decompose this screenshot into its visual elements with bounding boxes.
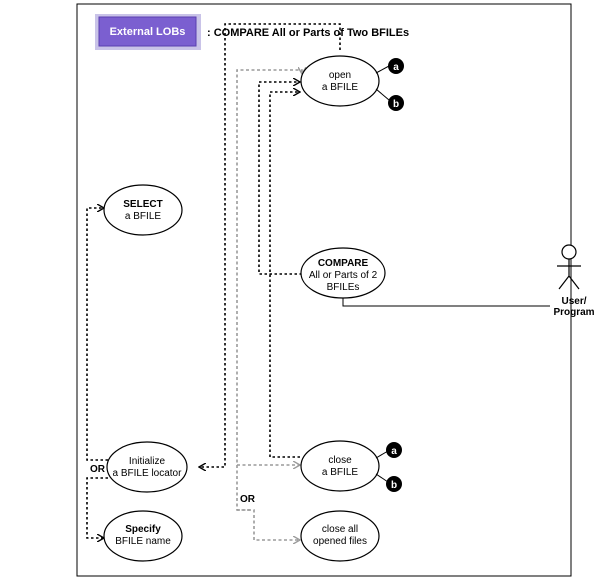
node-specify-line2: BFILE name [115,536,171,547]
badge-open-a-label: a [393,62,399,73]
external-lobs-tag: External LOBs [95,14,201,50]
badge-close-a-label: a [391,446,397,457]
node-compare-line2: All or Parts of 2 [309,270,378,281]
node-compare-line3: BFILEs [327,282,360,293]
node-close-all-line2: opened files [313,536,367,547]
connector-gray-open [236,70,302,511]
connector-close-open [269,92,300,458]
actor-head [561,244,577,260]
node-close-line1: close [328,455,352,466]
badge-open-b-link [375,88,390,101]
tag-label: External LOBs [110,26,186,38]
node-specify-line1: Specify [125,524,161,535]
node-select-line1: SELECT [123,199,162,210]
badge-close-a-link [375,450,389,459]
actor-body [557,259,581,290]
tag-box [98,16,197,47]
node-close: close a BFILE [300,440,380,492]
actor-label-line1: User/ [561,296,586,307]
node-close-line2: a BFILE [322,467,358,478]
connector-compare-open-1 [258,82,302,275]
node-close-all: close all opened files [300,510,380,562]
node-initialize-line1: Initialize [129,456,166,467]
association-compare-actor [342,294,550,307]
node-compare: COMPARE All or Parts of 2 BFILEs [300,247,386,299]
or-label-bottom: OR [240,494,256,505]
title-text: COMPARE All or Parts of Two BFILEs [214,27,409,39]
connector-open-init [199,23,341,467]
badge-open-a: a [388,58,404,74]
node-close-all-line1: close all [322,524,358,535]
node-specify: Specify BFILE name [103,510,183,562]
connector-gray-close-all [237,509,300,540]
diagram-title: : COMPARE All or Parts of Two BFILEs [207,27,409,39]
diagram-frame [76,3,572,577]
badge-close-a: a [386,442,402,458]
node-open-line1: open [329,70,351,81]
badge-close-b-label: b [391,480,397,491]
title-colon: : [207,27,214,39]
badge-open-b: b [388,95,404,111]
or-label-left: OR [90,464,106,475]
connector-init-specify [86,477,108,538]
actor-user-program: User/ Program [553,244,595,318]
badge-open-a-link [375,65,390,74]
node-select-line2: a BFILE [125,211,161,222]
badge-open-b-label: b [393,99,399,110]
actor-label-line2: Program [553,307,594,318]
node-initialize: Initialize a BFILE locator [106,441,188,493]
badge-close-b-link [375,473,389,483]
connector-init-select [86,208,108,461]
node-compare-line1: COMPARE [318,258,369,269]
node-open: open a BFILE [300,55,380,107]
badge-close-b: b [386,476,402,492]
node-open-line2: a BFILE [322,82,358,93]
node-initialize-line2: a BFILE locator [113,468,183,479]
node-select: SELECT a BFILE [103,184,183,236]
